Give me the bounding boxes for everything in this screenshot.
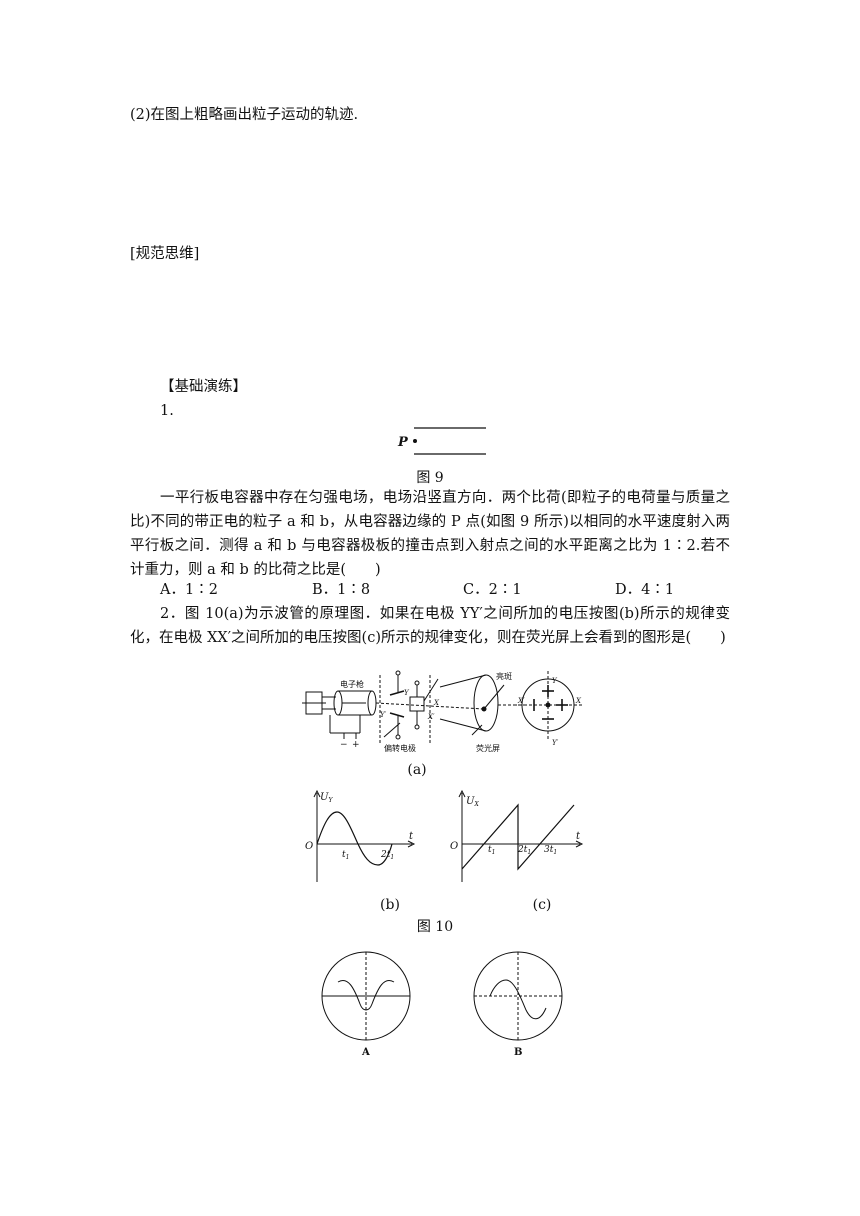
figure-10a-oscilloscope-tube: 电子枪 亮斑 偏转电极 荧光屏 Y Y′ X X′ Y Y′ X X′ − + [302,670,582,753]
ux-axis-label: UX [466,796,479,808]
answer-b-curve [489,979,547,1020]
uy-origin-label: O [305,841,313,852]
tube-cone-upper [439,674,487,688]
figure-9-caption: 图 9 [416,470,444,486]
y-plate-upper [389,690,405,696]
ux-sawtooth-curve [461,803,575,871]
label-deflection-plates: 偏转电极 [384,743,416,753]
uy-sine-curve [316,811,393,866]
y-plate-lower [389,712,405,718]
ux-2t1-label: 2t1 [517,845,531,856]
label-bright-spot: 亮斑 [496,671,512,681]
uy-axis-label: UY [320,792,333,804]
question-1-stem: 一平行板电容器中存在匀强电场，电场沿竖直方向．两个比荷(即粒子的电荷量与质量之比… [130,490,730,578]
electron-beam [375,702,485,710]
figure-10a-caption: (a) [407,762,427,778]
ux-origin-label: O [450,841,458,852]
ux-t-label: t [576,831,581,842]
uy-t-label: t [409,831,414,842]
option-c: C．2∶1 [463,582,522,598]
label-y-plate: Y [404,689,410,697]
option-b: B．1∶8 [312,582,371,598]
label-x-prime-plate: X′ [427,713,435,721]
question-1-number: 1. [160,403,174,419]
label-screen-x: X [575,697,582,705]
label-minus: − [340,740,348,750]
label-screen-y-prime: Y′ [552,739,559,747]
question-part-2: (2)在图上粗略画出粒子运动的轨迹. [130,107,359,123]
figure-10b-uy-graph: UY O t1 2t1 t [305,789,416,882]
screen-center-spot [545,702,551,708]
figure-10b-caption: (b) [380,897,400,913]
gun-cylinder [367,690,377,716]
answer-a-label: A [361,1047,370,1058]
figure-10c-caption: (c) [532,897,552,913]
figure-10c-ux-graph: UX O t1 2t1 3t1 t [450,789,584,882]
uy-2t1-label: 2t1 [380,850,394,861]
x-plates [409,696,425,712]
label-y-prime-plate: Y′ [380,711,387,719]
bright-spot [481,706,487,712]
figure-9-capacitor: P [397,427,486,455]
label-x-plate: X [433,699,440,707]
point-p-dot [413,439,417,443]
answer-b-screen [473,951,563,1041]
uy-t1-label: t1 [342,850,349,861]
question-1-options: A．1∶2 B．1∶8 C．2∶1 D．4∶1 [160,578,740,600]
label-electron-gun: 电子枪 [340,679,364,689]
section-heading-norm: [规范思维] [130,246,200,262]
figure-10-caption: 图 10 [416,919,454,935]
fluorescent-screen [473,674,499,732]
answer-b-label: B [514,1047,522,1058]
label-screen: 荧光屏 [476,743,500,753]
option-a: A．1∶2 [160,582,218,598]
label-plus: + [352,740,360,750]
label-screen-y: Y [552,677,558,685]
point-p-label: P [397,435,409,450]
question-2-stem: 2．图 10(a)为示波管的原理图．如果在电极 YY′之间所加的电压按图(b)所… [130,606,730,646]
answer-figure-b: B [473,951,563,1058]
section-heading-basic: 【基础演练】 [160,379,247,395]
answer-a-curve [337,980,395,1011]
label-screen-x-prime: X′ [517,697,525,705]
ux-3t1-label: 3t1 [544,845,557,856]
option-d: D．4∶1 [615,582,675,598]
ux-t1-label: t1 [488,845,495,856]
answer-figure-a: A [321,951,411,1058]
